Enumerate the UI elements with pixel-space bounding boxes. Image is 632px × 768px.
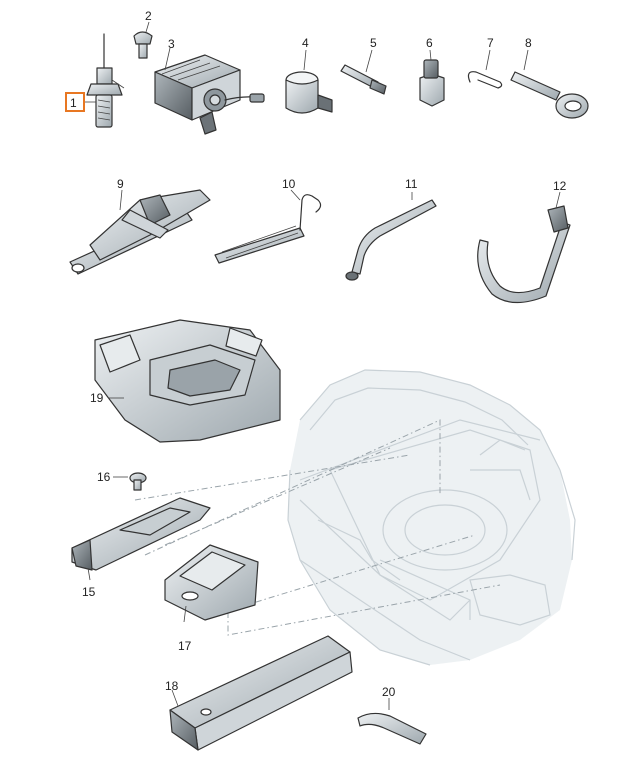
callout-3[interactable]: 3 — [168, 37, 175, 51]
part-15-holder[interactable] — [71, 497, 211, 581]
part-7-clip[interactable] — [467, 49, 503, 89]
part-4-sealant-bottle[interactable] — [285, 49, 333, 114]
part-19-foam-insert[interactable] — [94, 319, 281, 443]
callout-6[interactable]: 6 — [426, 36, 433, 50]
highlight-box-part-1 — [65, 92, 85, 112]
part-17-tray[interactable] — [164, 544, 259, 623]
callout-8[interactable]: 8 — [525, 36, 532, 50]
part-9-jack[interactable] — [69, 189, 211, 275]
part-1-bolt[interactable] — [85, 33, 125, 128]
car-trunk-illustration — [287, 369, 576, 666]
part-10-jack-handle[interactable] — [214, 189, 322, 264]
callout-2[interactable]: 2 — [145, 9, 152, 23]
callout-10[interactable]: 10 — [282, 177, 296, 191]
part-6-socket[interactable] — [419, 49, 445, 107]
callout-18[interactable]: 18 — [165, 679, 179, 693]
part-16-screw[interactable] — [113, 472, 147, 491]
callout-16[interactable]: 16 — [97, 470, 111, 484]
part-11-wrench[interactable] — [345, 192, 437, 281]
part-18-box[interactable] — [169, 635, 353, 751]
callout-17[interactable]: 17 — [178, 639, 192, 653]
callout-labels: 1 2 3 4 5 6 7 8 9 10 11 12 19 16 15 17 1… — [65, 9, 567, 699]
assembly-lines — [134, 419, 501, 636]
callout-1[interactable]: 1 — [70, 96, 77, 110]
part-5-valve-tool[interactable] — [340, 49, 387, 95]
callout-15[interactable]: 15 — [82, 585, 96, 599]
callout-7[interactable]: 7 — [487, 36, 494, 50]
part-20-bracket[interactable] — [357, 698, 427, 745]
callout-5[interactable]: 5 — [370, 36, 377, 50]
part-8-towing-eye[interactable] — [510, 49, 589, 119]
callout-20[interactable]: 20 — [382, 685, 396, 699]
callout-19[interactable]: 19 — [90, 391, 104, 405]
part-12-strap[interactable] — [477, 191, 571, 304]
callout-11[interactable]: 11 — [405, 177, 418, 191]
callout-9[interactable]: 9 — [117, 177, 124, 191]
callout-12[interactable]: 12 — [553, 179, 567, 193]
callout-4[interactable]: 4 — [302, 36, 309, 50]
part-2-screw[interactable] — [133, 21, 153, 59]
part-3-compressor[interactable] — [154, 47, 265, 135]
